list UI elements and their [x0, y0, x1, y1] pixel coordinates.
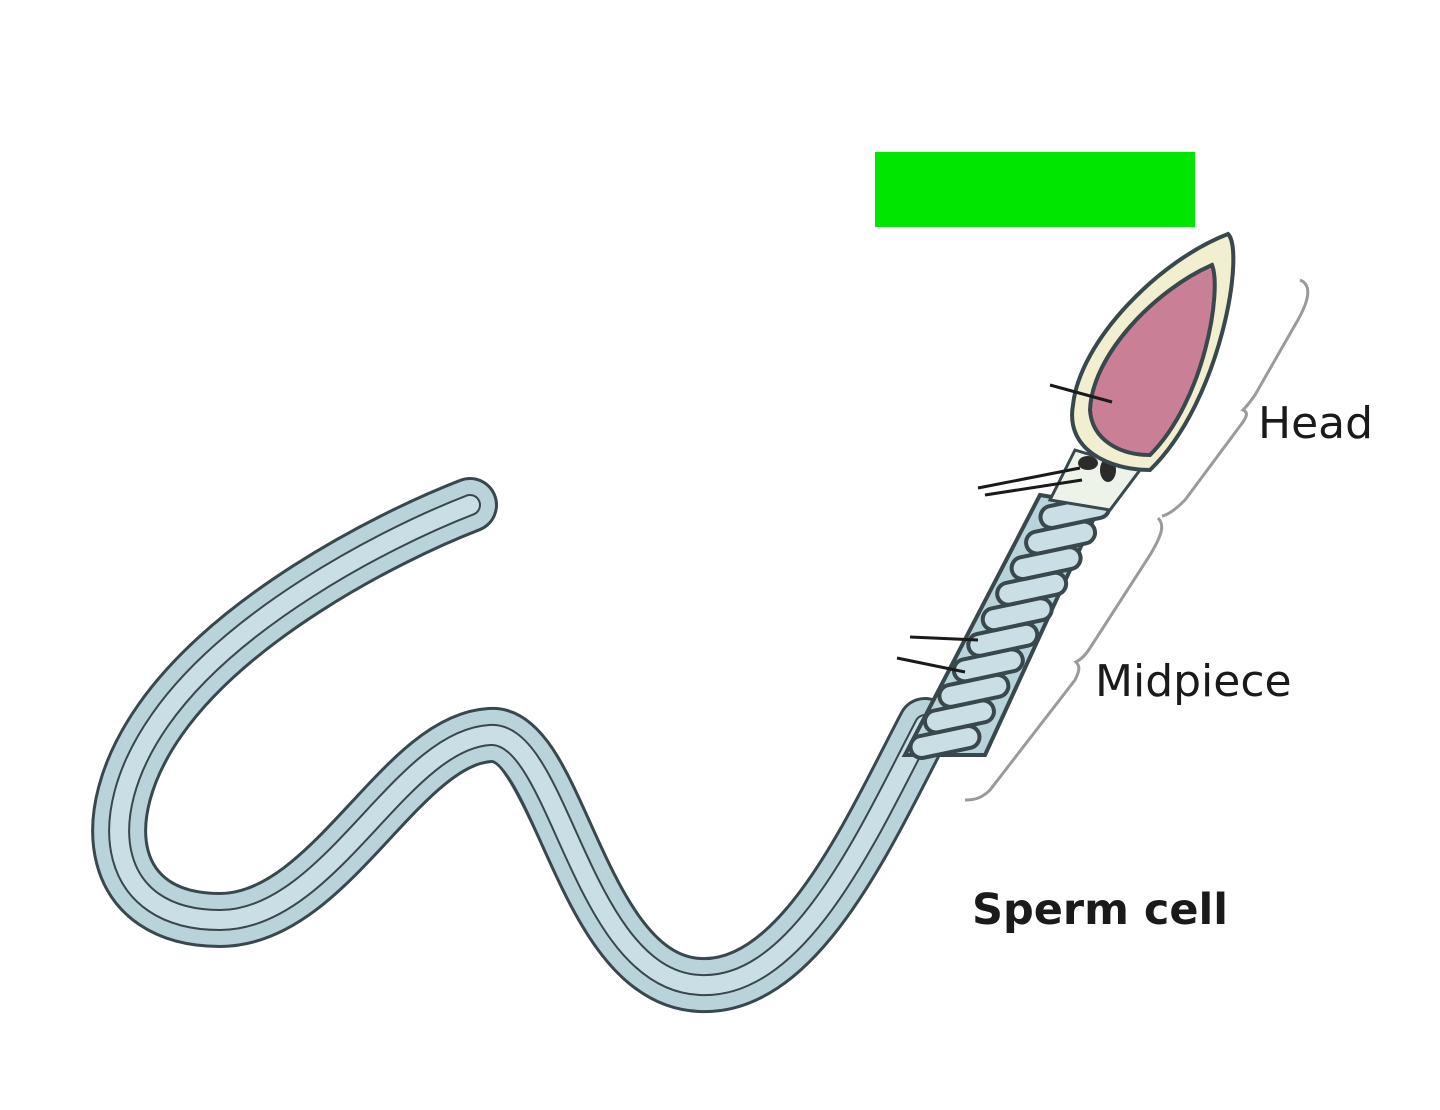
mitochondria-coils — [908, 494, 1112, 760]
midpiece-brace — [964, 516, 1164, 802]
label-midpiece: Midpiece — [1095, 656, 1292, 707]
nucleus — [1087, 262, 1217, 458]
head-brace — [1161, 278, 1310, 518]
tail-inner-core — [110, 496, 934, 995]
leader-lines — [896, 383, 1113, 674]
label-head: Head — [1258, 398, 1374, 449]
midpiece — [901, 492, 1112, 760]
answer-box — [875, 152, 1195, 227]
diagram-caption: Sperm cell — [972, 885, 1229, 935]
head — [1070, 231, 1236, 473]
